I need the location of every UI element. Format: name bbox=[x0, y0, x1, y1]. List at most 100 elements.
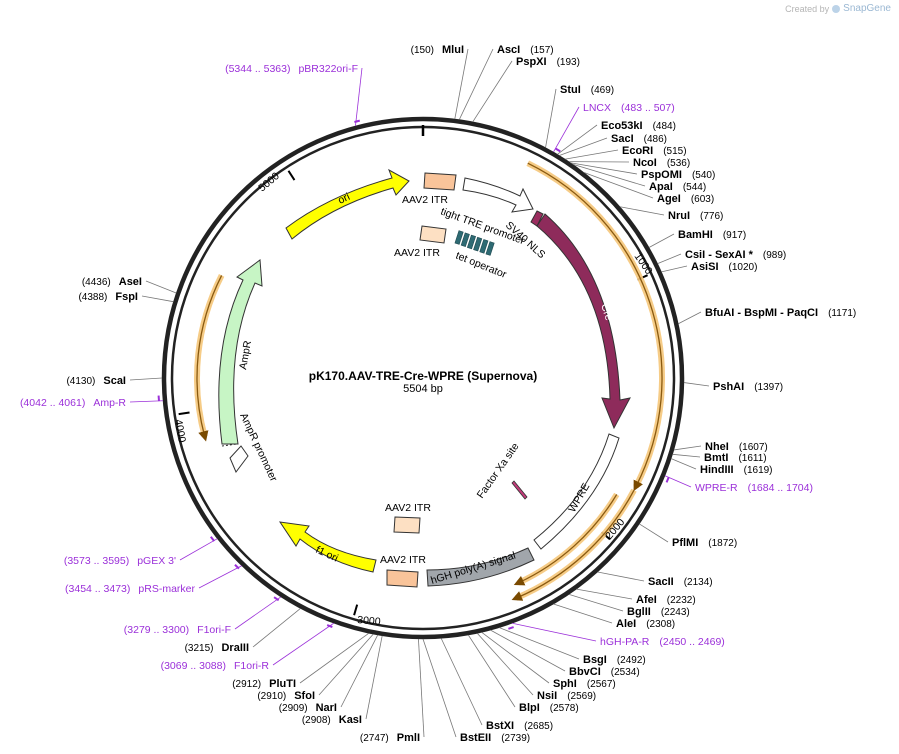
site-position: (989) bbox=[763, 250, 786, 261]
feature-aav2-itr-1[interactable]: AAV2 ITR bbox=[402, 172, 457, 206]
primer-site-mark bbox=[273, 596, 280, 602]
site-leader-line bbox=[472, 60, 513, 123]
enzyme-site-label[interactable]: MluI(150) bbox=[411, 44, 464, 56]
primer-label[interactable]: LNCX(483 .. 507) bbox=[583, 102, 675, 114]
feature-aav2-itr-3[interactable]: AAV2 ITR bbox=[380, 554, 426, 588]
site-leader-line bbox=[355, 67, 363, 126]
feature-aav2-itr-4[interactable]: AAV2 ITR bbox=[385, 502, 431, 534]
site-leader-line bbox=[467, 634, 516, 708]
site-leader-line bbox=[553, 106, 580, 153]
primer-range: (5344 .. 5363) bbox=[225, 63, 290, 75]
feature-aav2-itr-2[interactable]: AAV2 ITR bbox=[394, 225, 447, 259]
feature-f1-ori[interactable]: f1 ori bbox=[278, 521, 377, 573]
enzyme-site-label[interactable]: Eco53kI(484) bbox=[601, 120, 676, 132]
enzyme-site-label[interactable]: BlpI(2578) bbox=[519, 702, 579, 714]
primer-label[interactable]: F1ori-R(3069 .. 3088) bbox=[161, 660, 270, 672]
enzyme-site-label[interactable]: PspXI(193) bbox=[516, 56, 580, 68]
site-leader-line bbox=[570, 162, 638, 175]
enzyme-site-label[interactable]: AseI(4436) bbox=[82, 276, 142, 288]
site-name: PmlI bbox=[397, 732, 420, 744]
enzyme-site-label[interactable]: DraIII(3215) bbox=[185, 642, 249, 654]
enzyme-site-label[interactable]: SfoI(2910) bbox=[257, 690, 315, 702]
site-leader-line bbox=[597, 571, 645, 582]
site-leader-line bbox=[572, 163, 646, 187]
primer-label[interactable]: pRS-marker(3454 .. 3473) bbox=[65, 583, 195, 595]
orf-arc-ampr bbox=[196, 275, 223, 442]
site-name: AsiSI bbox=[691, 261, 719, 273]
enzyme-site-label[interactable]: ApaI(544) bbox=[649, 181, 706, 193]
enzyme-site-label[interactable]: KasI(2908) bbox=[302, 714, 362, 726]
primer-name: Amp-R bbox=[93, 397, 126, 409]
enzyme-site-label[interactable]: BsgI(2492) bbox=[583, 654, 646, 666]
primer-label[interactable]: Amp-R(4042 .. 4061) bbox=[20, 397, 126, 409]
feature-factor-xa-site[interactable]: Factor Xa site bbox=[475, 441, 528, 501]
site-leader-line bbox=[234, 596, 282, 630]
site-name: KasI bbox=[339, 714, 362, 726]
enzyme-site-label[interactable]: BamHI(917) bbox=[678, 229, 746, 241]
tet-operator-block bbox=[466, 234, 477, 250]
enzyme-site-label[interactable]: PluTI(2912) bbox=[232, 678, 296, 690]
enzyme-site-label[interactable]: AfeI(2232) bbox=[636, 594, 696, 606]
enzyme-site-label[interactable]: NruI(776) bbox=[668, 210, 723, 222]
enzyme-site-label[interactable]: AgeI(603) bbox=[657, 193, 714, 205]
tet-operator-block bbox=[454, 230, 464, 245]
enzyme-site-label[interactable]: PshAI(1397) bbox=[713, 381, 783, 393]
enzyme-site-label[interactable]: PspOMI(540) bbox=[641, 169, 715, 181]
primer-range: (3573 .. 3595) bbox=[64, 555, 129, 567]
enzyme-site-label[interactable]: NarI(2909) bbox=[279, 702, 337, 714]
site-leader-line bbox=[440, 638, 483, 726]
enzyme-site-label[interactable]: AleI(2308) bbox=[616, 618, 675, 630]
site-leader-line bbox=[671, 458, 697, 470]
enzyme-site-label[interactable]: SphI(2567) bbox=[553, 678, 616, 690]
site-position: (2308) bbox=[646, 619, 675, 630]
site-leader-line bbox=[299, 632, 369, 684]
site-position: (1171) bbox=[828, 308, 856, 319]
enzyme-site-label[interactable]: BstXI(2685) bbox=[486, 720, 553, 732]
enzyme-site-label[interactable]: ScaI(4130) bbox=[66, 375, 126, 387]
enzyme-site-label[interactable]: CsiI - SexAI *(989) bbox=[685, 249, 786, 261]
enzyme-site-label[interactable]: BstEII(2739) bbox=[460, 732, 530, 744]
primer-label[interactable]: hGH-PA-R(2450 .. 2469) bbox=[600, 636, 725, 648]
enzyme-site-label[interactable]: SacI(486) bbox=[611, 133, 667, 145]
enzyme-site-label[interactable]: NsiI(2569) bbox=[537, 690, 596, 702]
enzyme-site-label[interactable]: FspI(4388) bbox=[78, 291, 138, 303]
site-position: (603) bbox=[691, 194, 714, 205]
enzyme-site-label[interactable]: BmtI(1611) bbox=[704, 452, 767, 464]
enzyme-site-label[interactable]: NheI(1607) bbox=[705, 441, 768, 453]
feature-f1-ori-label: f1 ori bbox=[314, 544, 340, 565]
site-name: DraIII bbox=[221, 642, 249, 654]
feature-aav2-itr-4-label: AAV2 ITR bbox=[385, 502, 431, 514]
site-name: BglII bbox=[627, 606, 651, 618]
primer-label[interactable]: F1ori-F(3279 .. 3300) bbox=[124, 624, 231, 636]
site-position: (1872) bbox=[708, 538, 737, 549]
feature-ampr[interactable]: AmpR bbox=[218, 259, 263, 445]
enzyme-site-label[interactable]: StuI(469) bbox=[560, 84, 614, 96]
site-leader-line bbox=[576, 588, 633, 600]
primer-label[interactable]: pBR322ori-F (5344 .. 5363) bbox=[225, 63, 358, 75]
site-leader-line bbox=[145, 280, 177, 294]
enzyme-site-label[interactable]: EcoRI(515) bbox=[622, 145, 687, 157]
site-name: EcoRI bbox=[622, 145, 653, 157]
enzyme-site-label[interactable]: AsiSI(1020) bbox=[691, 261, 757, 273]
primer-label[interactable]: WPRE-R (1684 .. 1704) bbox=[695, 482, 813, 494]
credit-brand: SnapGene bbox=[843, 3, 891, 14]
feature-cre[interactable]: Cre bbox=[536, 213, 631, 430]
enzyme-site-label[interactable]: HindIII(1619) bbox=[700, 464, 773, 476]
primer-name: pBR322ori-F bbox=[298, 63, 358, 75]
enzyme-site-label[interactable]: PmlI(2747) bbox=[360, 732, 420, 744]
site-name: BsgI bbox=[583, 654, 607, 666]
primer-name: WPRE-R bbox=[695, 482, 738, 494]
enzyme-site-label[interactable]: BglII(2243) bbox=[627, 606, 690, 618]
primer-range: (1684 .. 1704) bbox=[748, 482, 813, 494]
enzyme-site-label[interactable]: SacII(2134) bbox=[648, 576, 713, 588]
enzyme-site-label[interactable]: BfuAI - BspMI - PaqCI(1171) bbox=[705, 307, 856, 319]
feature-ori[interactable]: ori bbox=[285, 168, 410, 240]
site-position: (1607) bbox=[739, 442, 768, 453]
primer-range: (3454 .. 3473) bbox=[65, 583, 130, 595]
enzyme-site-label[interactable]: PflMI(1872) bbox=[672, 537, 737, 549]
primer-label[interactable]: pGEX 3'(3573 .. 3595) bbox=[64, 555, 176, 567]
enzyme-site-label[interactable]: NcoI(536) bbox=[633, 157, 690, 169]
enzyme-site-label[interactable]: AscI(157) bbox=[497, 44, 554, 56]
enzyme-site-label[interactable]: BbvCI(2534) bbox=[569, 666, 640, 678]
